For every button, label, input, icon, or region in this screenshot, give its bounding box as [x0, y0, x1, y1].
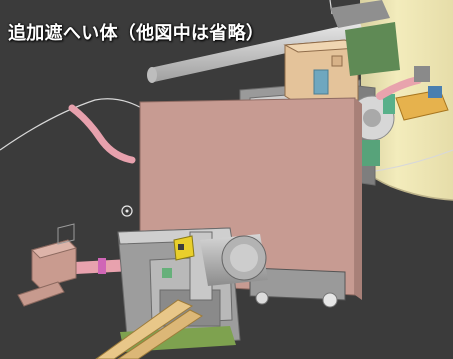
wooden-crate [283, 39, 360, 105]
pink-hose-upper [68, 104, 136, 164]
caption-label: 追加遮へい体（他図中は省略） [8, 23, 265, 44]
cart-frame [249, 267, 346, 308]
marker-icon [121, 205, 133, 217]
chamber-cylinder [200, 234, 268, 286]
overhead-pipe [147, 0, 390, 83]
yellow-component [173, 235, 195, 261]
orange-equipment [395, 66, 449, 121]
green-fitting [162, 268, 172, 278]
wooden-beams [95, 299, 203, 359]
left-pink-box [17, 223, 77, 307]
